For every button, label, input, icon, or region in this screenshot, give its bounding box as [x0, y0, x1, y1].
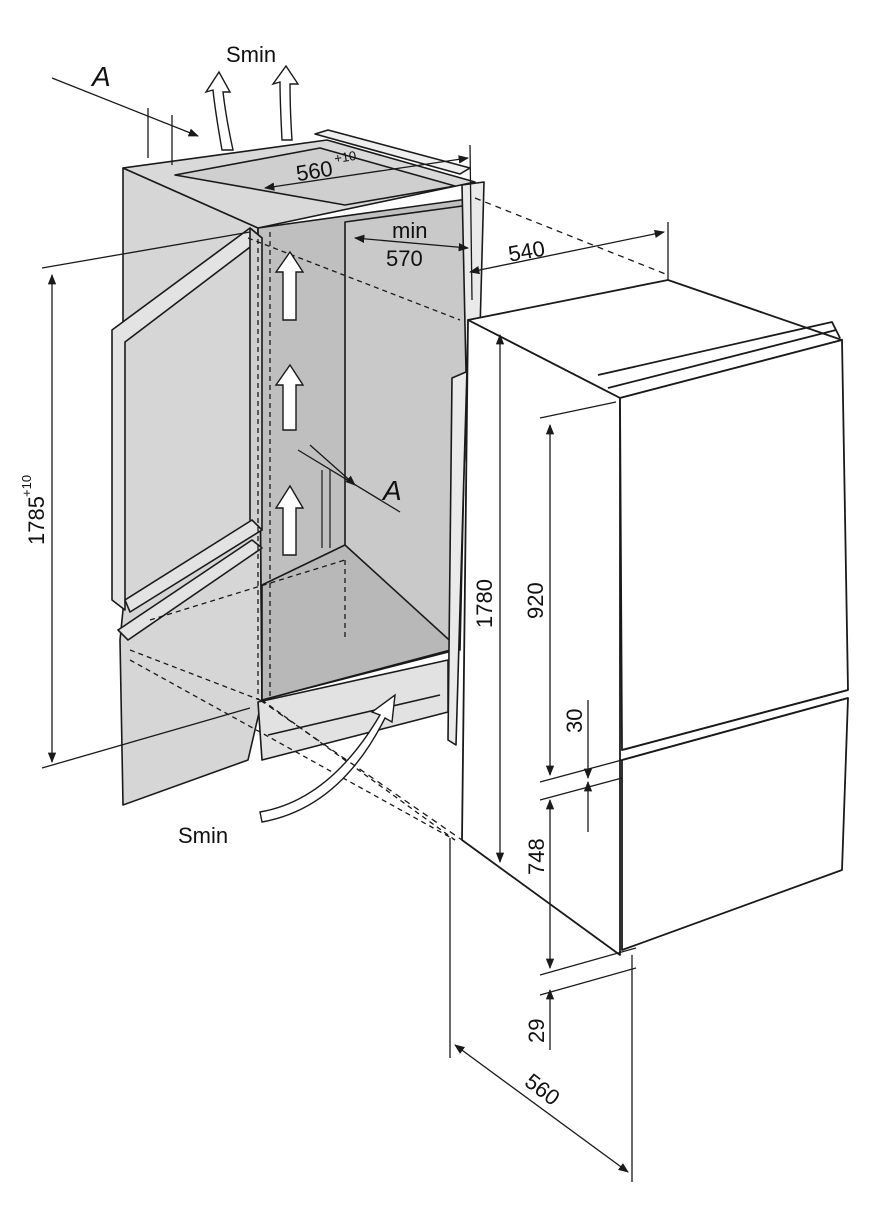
- niche-depth-min-word: min: [392, 218, 427, 243]
- appliance-depth-label: 540: [506, 236, 547, 267]
- niche-height-label: 1785: [24, 496, 49, 545]
- appliance: [461, 279, 849, 956]
- niche-width-label: 560: [294, 156, 334, 186]
- cabinet-lower-door: [117, 539, 263, 641]
- dim-line-560-top: [263, 155, 470, 191]
- niche-depth-value: 570: [386, 246, 423, 271]
- appliance-width-label: 560: [520, 1068, 564, 1110]
- airflow-arrows: [204, 64, 396, 823]
- appliance-door-upper: [619, 339, 849, 751]
- cabinet-inner-side: [344, 204, 471, 651]
- section-a-top-label: A: [90, 61, 111, 92]
- airflow-arrow-top-2: [271, 64, 300, 141]
- lower-door-label: 748: [524, 838, 549, 875]
- niche-height-tolerance: +10: [19, 475, 34, 497]
- airflow-arrow-3: [274, 484, 305, 556]
- cabinet-left-side: [119, 167, 263, 806]
- upper-door-label: 920: [523, 582, 548, 619]
- door-gap-label: 30: [562, 709, 587, 733]
- section-a-mid-label: A: [381, 475, 402, 506]
- plinth-gap-label: 29: [524, 1019, 549, 1043]
- airflow-arrow-2: [274, 363, 305, 431]
- dim-line-560-bottom: [454, 1044, 629, 1173]
- dim-line-570: [353, 234, 470, 252]
- cabinet-plinth: [257, 659, 449, 761]
- appliance-height-label: 1780: [472, 579, 497, 628]
- s-min-bottom-label: Smin: [178, 823, 228, 848]
- airflow-arrow-1: [274, 250, 305, 321]
- niche-width-tolerance: +10: [333, 148, 357, 166]
- dim-line-540: [468, 229, 666, 275]
- s-min-top-label: Smin: [226, 42, 276, 67]
- airflow-arrow-bottom: [259, 693, 396, 823]
- cabinet-niche: [111, 129, 485, 841]
- airflow-arrow-top-1: [204, 70, 234, 151]
